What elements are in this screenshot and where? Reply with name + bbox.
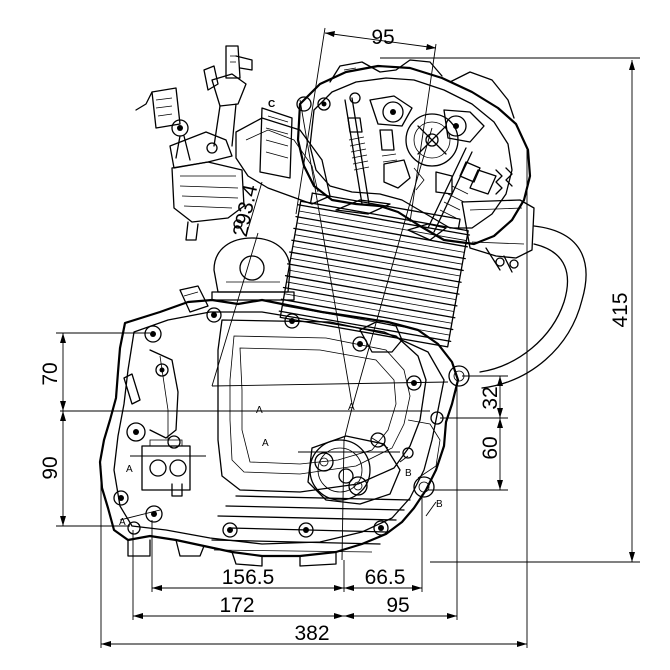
dim-90: 90	[39, 456, 62, 479]
dim-32: 32	[479, 386, 502, 409]
marker-a-3: A	[262, 438, 269, 449]
dim-172: 172	[219, 594, 254, 617]
dim-70: 70	[39, 362, 62, 385]
marker-b-1: B	[405, 468, 412, 479]
oil-filter-cap	[211, 237, 295, 301]
dimension-lines	[56, 27, 640, 648]
crankcase	[98, 285, 460, 567]
dim-156-5: 156.5	[222, 566, 275, 589]
marker-a-5: A	[119, 517, 126, 528]
cylinder-head	[296, 59, 532, 246]
dim-top-95: 95	[371, 26, 394, 49]
crankcase-bolts	[113, 307, 470, 538]
marker-a-4: A	[126, 464, 133, 475]
marker-a-1: A	[256, 405, 263, 416]
cylinder-assembly	[278, 192, 471, 348]
intake-carburettor	[135, 45, 331, 241]
marker-a-2: A	[348, 402, 355, 413]
marker-letters: C A A A A A B B	[119, 99, 443, 528]
dim-382: 382	[294, 622, 329, 645]
dim-66-5: 66.5	[365, 566, 406, 589]
marker-c: C	[268, 99, 275, 110]
dim-60: 60	[479, 436, 502, 459]
dim-293-4: 293.4	[229, 182, 262, 238]
marker-c-bolt	[296, 92, 361, 112]
exhaust	[461, 199, 587, 389]
dim-95-bottom: 95	[386, 594, 409, 617]
dimension-texts: 95 293.4 415 70 90 32 60 156.5 66.5 172 …	[39, 26, 632, 645]
dim-415: 415	[609, 292, 632, 327]
marker-b-2: B	[436, 499, 443, 510]
